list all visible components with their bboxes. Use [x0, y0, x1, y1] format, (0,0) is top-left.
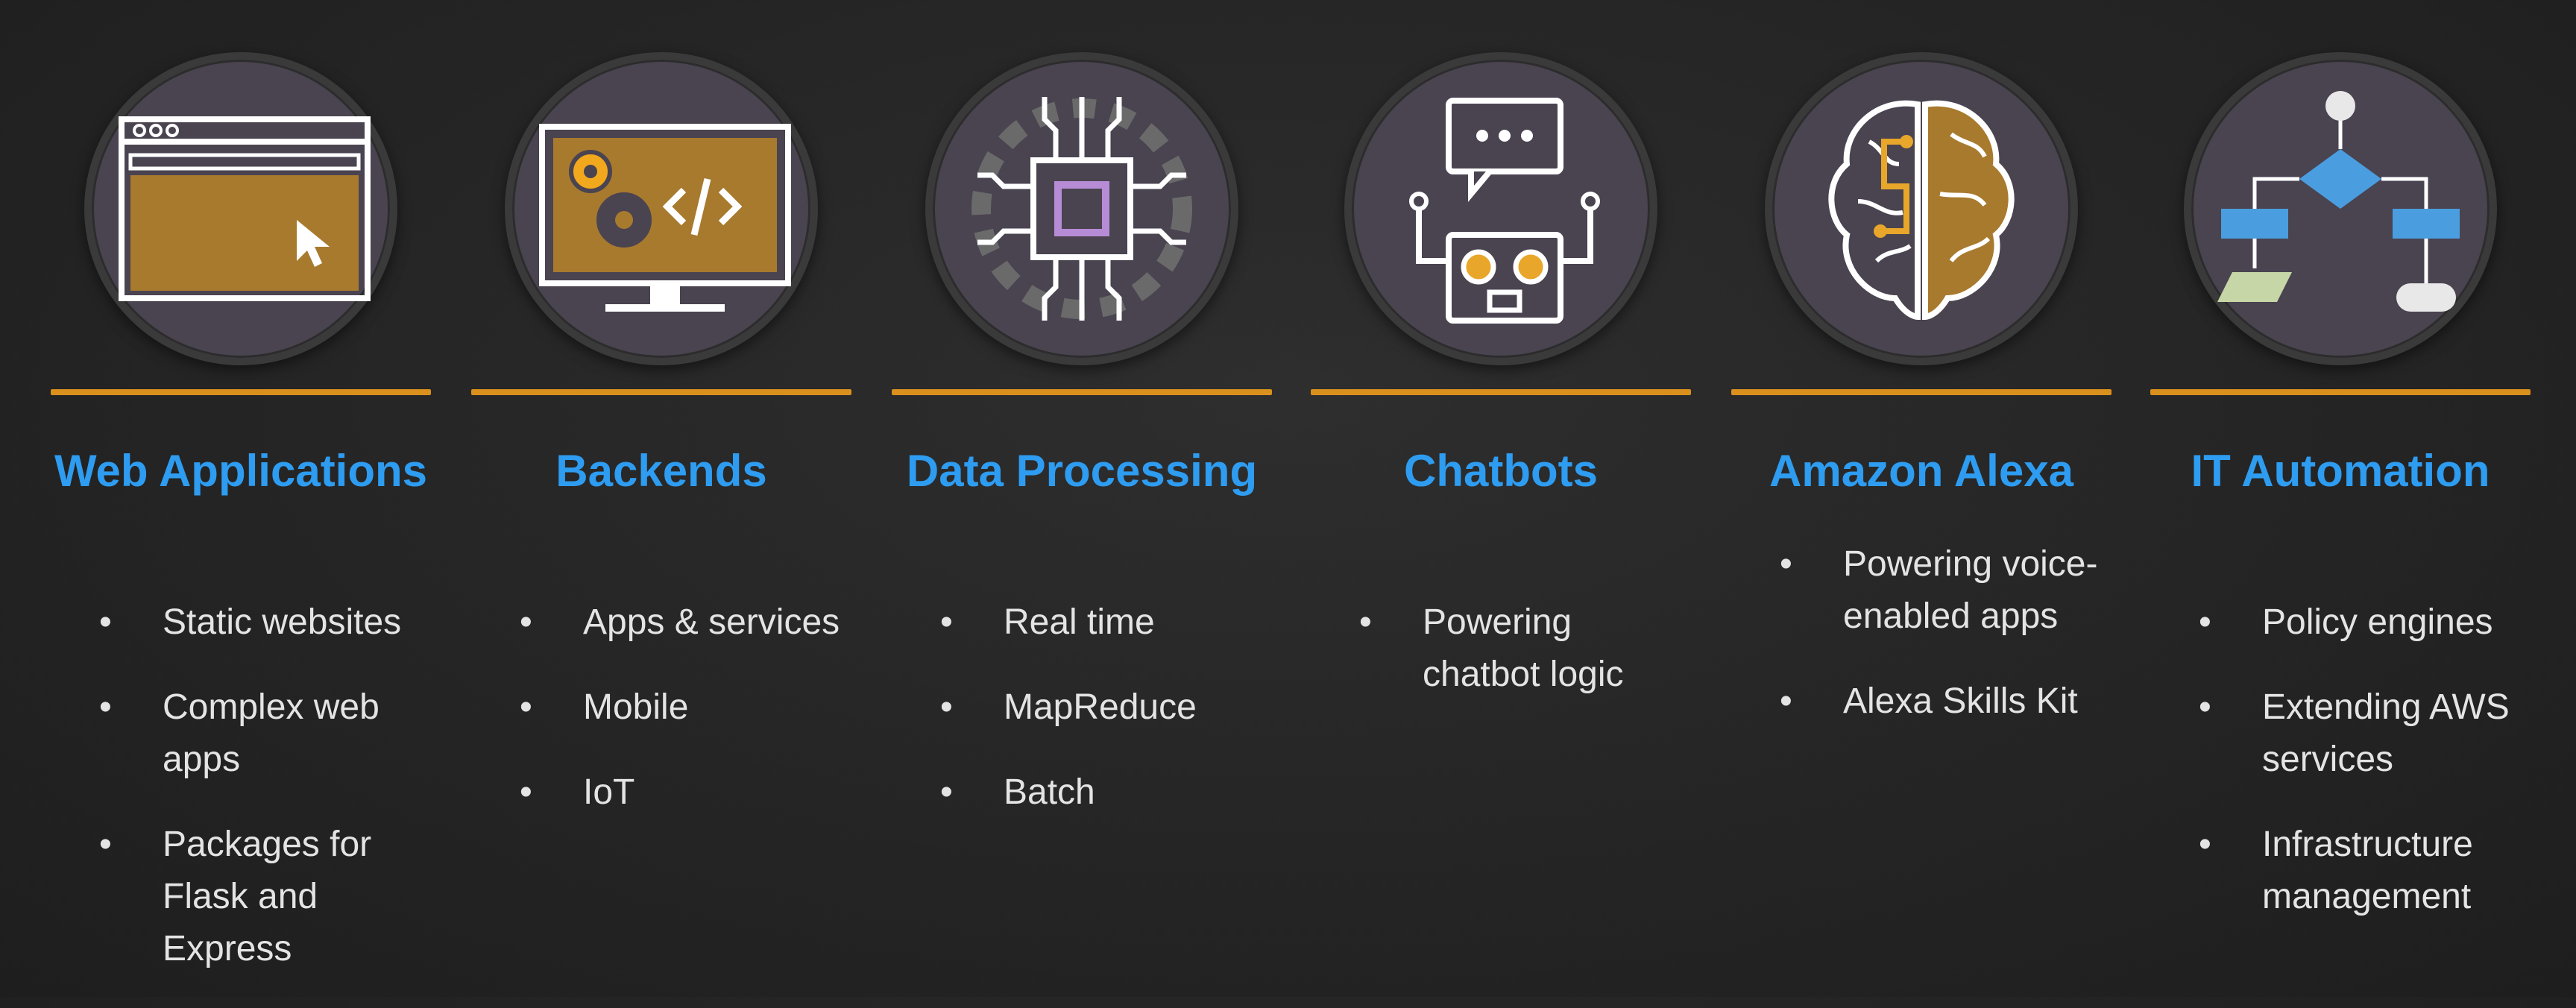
bullet-list: Static websites Complex web apps Package…: [95, 596, 423, 1008]
list-item: Policy engines: [2195, 596, 2523, 649]
column-title: Data Processing: [906, 446, 1258, 496]
list-item: Batch: [936, 766, 1265, 819]
column-divider: [2150, 389, 2531, 395]
robot-icon: [1344, 52, 1657, 365]
bullet-list: Policy engines Extending AWS services In…: [2195, 596, 2523, 956]
column-divider: [51, 389, 431, 395]
column-it-automation: IT Automation Policy engines Extending A…: [2150, 0, 2531, 997]
bullet-list: Powering chatbot logic: [1355, 596, 1684, 734]
column-divider: [1731, 389, 2111, 395]
cpu-chip-icon: [925, 52, 1238, 365]
column-title: IT Automation: [2191, 446, 2490, 496]
column-amazon-alexa: Amazon Alexa Powering voice-enabled apps…: [1731, 0, 2111, 997]
column-backends: Backends Apps & services Mobile IoT: [471, 0, 851, 997]
list-item: Static websites: [95, 596, 423, 649]
column-divider: [471, 389, 851, 395]
flowchart-icon: [2184, 52, 2497, 365]
list-item: Powering chatbot logic: [1355, 596, 1684, 701]
list-item: Powering voice-enabled apps: [1776, 538, 2104, 643]
column-divider: [892, 389, 1272, 395]
column-web-applications: Web Applications Static websites Complex…: [51, 0, 431, 997]
column-title: Chatbots: [1404, 446, 1598, 496]
brain-icon: [1765, 52, 2078, 365]
list-item: Extending AWS services: [2195, 681, 2523, 786]
column-title: Backends: [555, 446, 767, 496]
bullet-list: Real time MapReduce Batch: [936, 596, 1265, 851]
bullet-list: Powering voice-enabled apps Alexa Skills…: [1776, 538, 2104, 760]
column-divider: [1311, 389, 1691, 395]
bullet-list: Apps & services Mobile IoT: [516, 596, 844, 851]
list-item: Real time: [936, 596, 1265, 649]
column-title: Amazon Alexa: [1769, 446, 2073, 496]
list-item: IoT: [516, 766, 844, 819]
monitor-code-icon: [505, 52, 818, 365]
column-title: Web Applications: [54, 446, 428, 496]
list-item: MapReduce: [936, 681, 1265, 734]
list-item: Packages for Flask and Express: [95, 819, 423, 975]
column-chatbots: Chatbots Powering chatbot logic: [1311, 0, 1691, 997]
list-item: Infrastructure management: [2195, 819, 2523, 923]
list-item: Mobile: [516, 681, 844, 734]
list-item: Apps & services: [516, 596, 844, 649]
browser-window-icon: [84, 52, 397, 365]
list-item: Complex web apps: [95, 681, 423, 786]
column-data-processing: Data Processing Real time MapReduce Batc…: [892, 0, 1272, 997]
list-item: Alexa Skills Kit: [1776, 675, 2104, 728]
